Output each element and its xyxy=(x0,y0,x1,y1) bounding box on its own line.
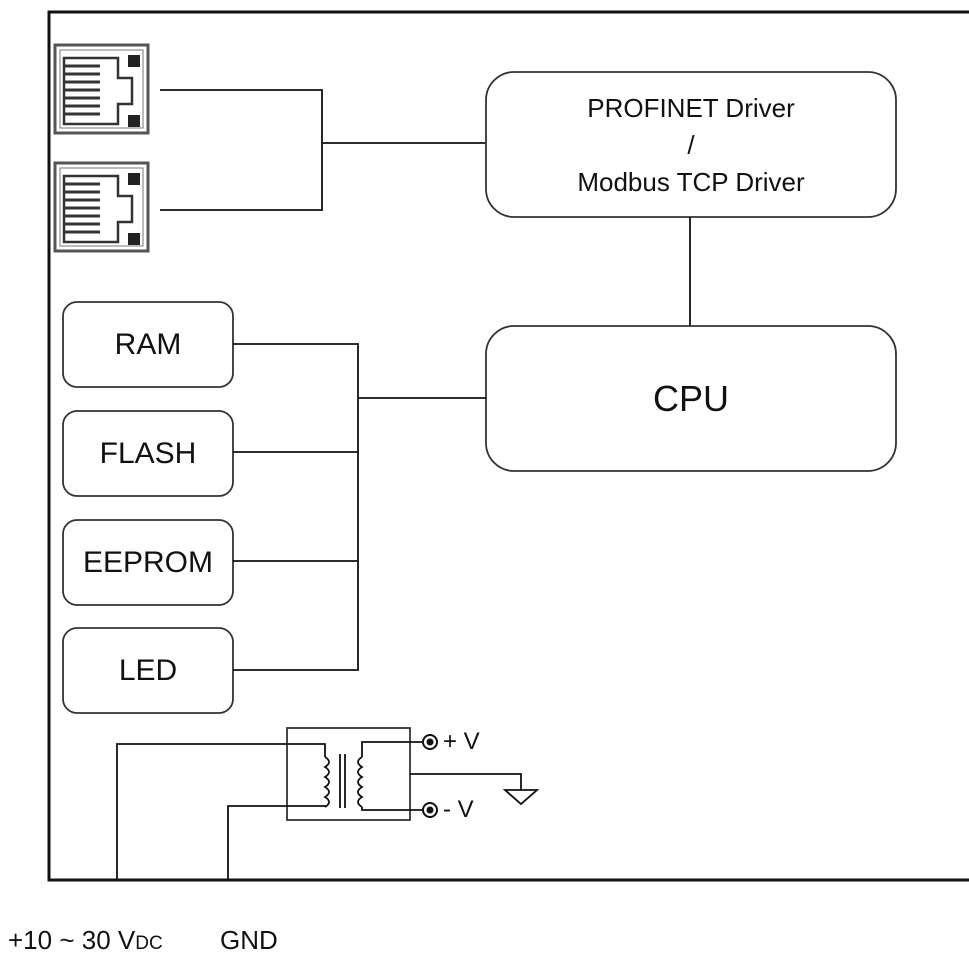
ethernet-port-icon xyxy=(53,161,150,253)
flash-label: FLASH xyxy=(99,436,197,470)
power-input-label: +10 ~ 30 VDC xyxy=(8,925,163,956)
eeprom-label: EEPROM xyxy=(82,545,214,579)
ethernet-port-icon xyxy=(53,43,150,135)
terminal-icon xyxy=(422,734,438,750)
power-isolation-module xyxy=(116,727,540,880)
enclosure-border xyxy=(47,10,969,882)
ram-label: RAM xyxy=(114,327,182,361)
driver-box xyxy=(485,71,897,218)
eeprom-box xyxy=(62,519,234,606)
plus-v-label: + V xyxy=(443,728,480,755)
flash-box xyxy=(62,410,234,497)
minus-v-label: - V xyxy=(443,796,474,823)
ethernet-bus-line xyxy=(160,89,486,211)
power-input-subscript: DC xyxy=(135,933,163,954)
led-label: LED xyxy=(118,653,178,687)
terminal-icon xyxy=(422,802,438,818)
driver-label-line2: / xyxy=(687,130,695,160)
driver-label-line3: Modbus TCP Driver xyxy=(577,167,805,197)
driver-label: PROFINET Driver / Modbus TCP Driver xyxy=(486,86,896,204)
gnd-label: GND xyxy=(220,925,278,955)
driver-label-line1: PROFINET Driver xyxy=(587,93,795,123)
memory-bus-line xyxy=(233,343,486,671)
power-input-value: +10 ~ 30 V xyxy=(8,925,136,955)
cpu-label: CPU xyxy=(652,377,729,419)
